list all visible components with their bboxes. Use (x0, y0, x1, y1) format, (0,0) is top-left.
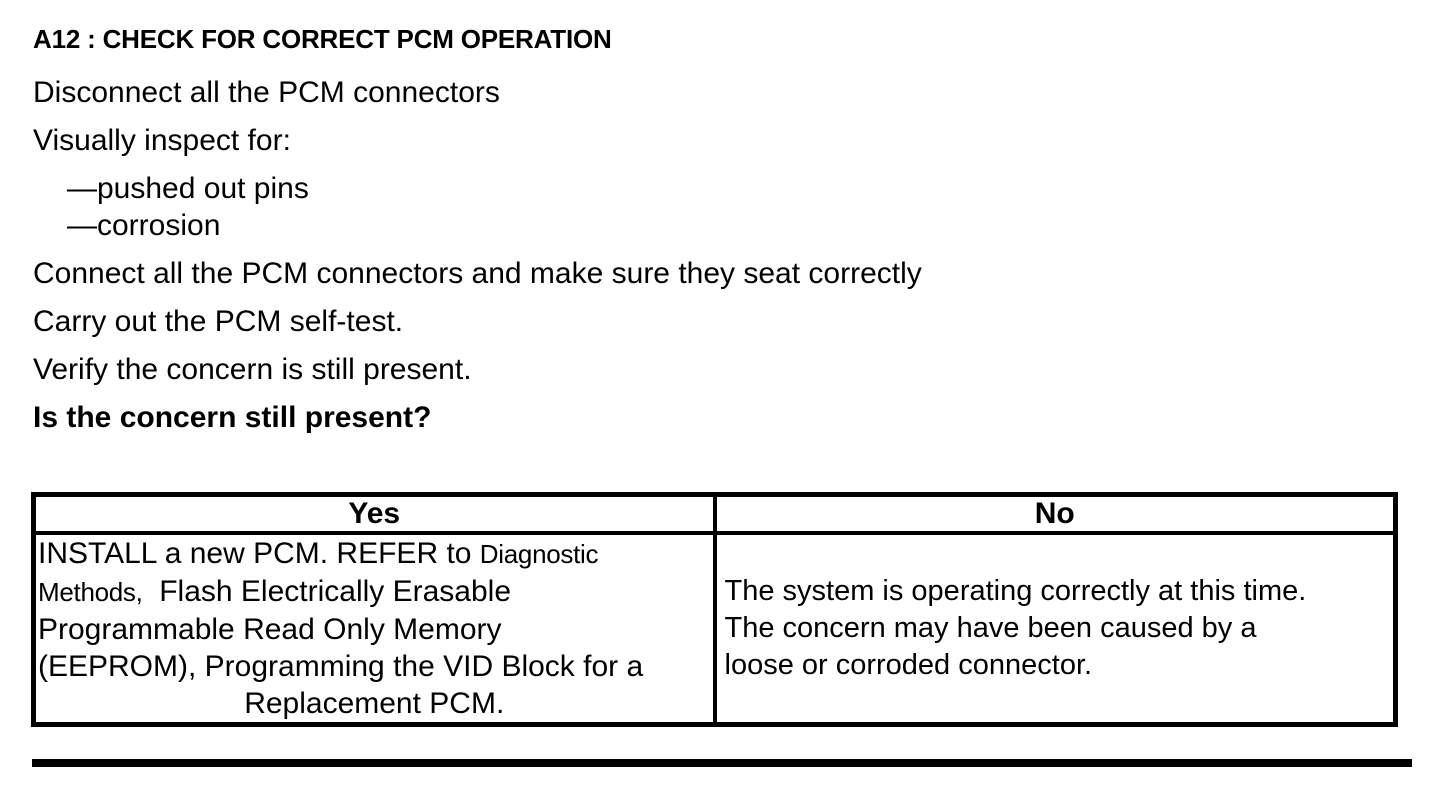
instruction-line-connect: Connect all the PCM connectors and make … (33, 257, 922, 290)
no-cell-line-2: The concern may have been caused by a (724, 612, 1257, 644)
no-cell-line-3: loose or corroded connector. (724, 649, 1093, 681)
page-bottom-rule (32, 759, 1412, 767)
instruction-subitem-pins: —pushed out pins (67, 172, 309, 205)
yes-action-cell: INSTALL a new PCM. REFER to Diagnostic M… (31, 531, 717, 727)
instruction-line-selftest: Carry out the PCM self-test. (33, 305, 404, 338)
results-table-body: INSTALL a new PCM. REFER to Diagnostic M… (31, 531, 1398, 727)
no-action-cell: The system is operating correctly at thi… (712, 531, 1398, 727)
yes-cell-line-3: Programmable Read Only Memory (38, 613, 502, 646)
yes-line2-regular-segment: Flash Electrically Erasable (142, 575, 512, 608)
no-cell-line-1: The system is operating correctly at thi… (724, 575, 1307, 607)
step-heading: A12 : CHECK FOR CORRECT PCM OPERATION (33, 24, 612, 54)
no-column-header: No (712, 492, 1398, 535)
results-table: Yes No INSTALL a new PCM. REFER to Diagn… (31, 492, 1398, 727)
header-row: Yes No (31, 492, 1398, 535)
yes-line1-condensed-segment: Diagnostic (479, 539, 599, 569)
document-content: A12 : CHECK FOR CORRECT PCM OPERATION Di… (31, 24, 1398, 727)
instruction-line-disconnect: Disconnect all the PCM connectors (33, 76, 500, 109)
instruction-subitem-corrosion: —corrosion (67, 209, 221, 242)
yes-cell-line-4: (EEPROM), Programming the VID Block for … (38, 650, 644, 683)
yes-line2-condensed-segment: Methods, (38, 577, 143, 607)
yes-cell-line-1: INSTALL a new PCM. REFER to Diagnostic (38, 535, 711, 573)
results-table-header: Yes No (31, 492, 1398, 535)
instruction-line-inspect: Visually inspect for: (33, 124, 291, 157)
yes-cell-line-2: Methods, Flash Electrically Erasable (38, 573, 711, 611)
yes-line1-regular-segment: INSTALL a new PCM. REFER to (38, 537, 480, 570)
decision-question: Is the concern still present? (33, 401, 432, 434)
yes-cell-line-5: Replacement PCM. (244, 687, 505, 720)
yes-column-header: Yes (31, 492, 717, 535)
instruction-line-verify: Verify the concern is still present. (33, 353, 472, 386)
table-row: INSTALL a new PCM. REFER to Diagnostic M… (31, 531, 1398, 727)
